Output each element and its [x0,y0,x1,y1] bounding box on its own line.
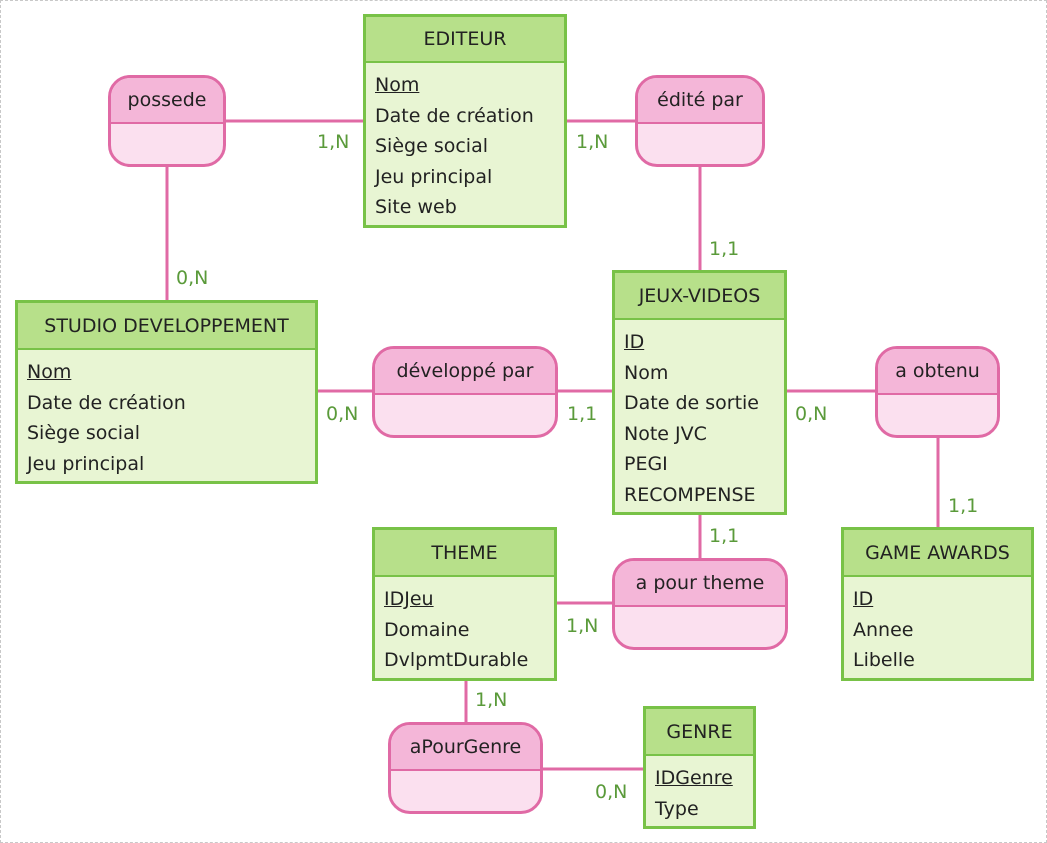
attribute-awards-libelle: Libelle [853,649,915,671]
attribute-editeur-siege-social: Siège social [375,135,488,157]
cardinality-edite-editeur: 1,N [576,131,609,153]
attribute-editeur-site-web: Site web [375,196,457,218]
attribute-theme-dvlpmtdurable: DvlpmtDurable [384,649,529,671]
cardinality-theme-theme: 1,N [566,615,599,637]
entity-editeur[interactable]: EDITEUR Nom Date de création Siège socia… [363,14,567,228]
entity-studio-title: STUDIO DEVELOPPEMENT [18,303,315,350]
attribute-studio-siege-social: Siège social [27,422,140,444]
attribute-theme-domaine: Domaine [384,618,470,641]
cardinality-possede-editeur: 1,N [317,131,350,153]
cardinality-genre-genre: 0,N [595,781,628,803]
cardinality-developpe-studio: 0,N [326,403,359,425]
entity-jeux-videos[interactable]: JEUX-VIDEOS ID Nom Date de sortie Note J… [612,270,787,515]
association-edite-par[interactable]: édité par [635,75,765,167]
association-a-pour-theme[interactable]: a pour theme [612,558,788,650]
cardinality-theme-jeux: 1,1 [709,525,740,547]
attribute-studio-date-creation: Date de création [27,391,186,414]
association-edite-par-label: édité par [638,78,762,124]
attribute-editeur-date-creation: Date de création [375,104,534,127]
entity-genre[interactable]: GENRE IDGenre Type [643,706,756,829]
entity-awards-title: GAME AWARDS [844,530,1031,577]
cardinality-possede-studio: 0,N [176,267,209,289]
association-a-obtenu[interactable]: a obtenu [875,346,1000,438]
association-developpe-par-label: développé par [375,349,555,395]
attribute-jeux-recompense: RECOMPENSE [624,483,756,506]
attribute-genre-idgenre: IDGenre [655,767,733,789]
attribute-theme-idjeu: IDJeu [384,588,434,610]
association-a-pour-theme-label: a pour theme [615,561,785,607]
attribute-jeux-date-sortie: Date de sortie [624,392,759,414]
association-developpe-par[interactable]: développé par [372,346,558,438]
cardinality-edite-jeux: 1,1 [709,238,740,260]
attribute-awards-annee: Annee [853,618,914,641]
entity-theme[interactable]: THEME IDJeu Domaine DvlpmtDurable [372,527,557,681]
cardinality-obtenu-awards: 1,1 [948,495,979,517]
attribute-editeur-jeu-principal: Jeu principal [375,165,493,188]
entity-jeux-title: JEUX-VIDEOS [615,273,784,320]
association-a-obtenu-label: a obtenu [878,349,997,395]
entity-studio-developpement[interactable]: STUDIO DEVELOPPEMENT Nom Date de créatio… [15,300,318,484]
attribute-jeux-note-jvc: Note JVC [624,422,707,445]
attribute-studio-nom: Nom [27,361,72,383]
association-apourgenre-label: aPourGenre [391,725,540,771]
cardinality-developpe-jeux: 1,1 [567,403,598,425]
attribute-jeux-id: ID [624,331,645,353]
cardinality-obtenu-jeux: 0,N [795,403,828,425]
entity-genre-title: GENRE [646,709,753,756]
association-possede-label: possede [111,78,223,124]
association-apourgenre[interactable]: aPourGenre [388,722,543,814]
attribute-awards-id: ID [853,588,874,610]
cardinality-genre-theme: 1,N [475,689,508,711]
entity-theme-title: THEME [375,530,554,577]
association-possede[interactable]: possede [108,75,226,167]
entity-game-awards[interactable]: GAME AWARDS ID Annee Libelle [841,527,1034,681]
attribute-genre-type: Type [655,797,699,820]
attribute-editeur-nom: Nom [375,74,420,96]
entity-editeur-title: EDITEUR [366,17,564,63]
attribute-jeux-nom: Nom [624,361,669,384]
attribute-jeux-pegi: PEGI [624,453,668,475]
attribute-studio-jeu-principal: Jeu principal [27,452,145,475]
